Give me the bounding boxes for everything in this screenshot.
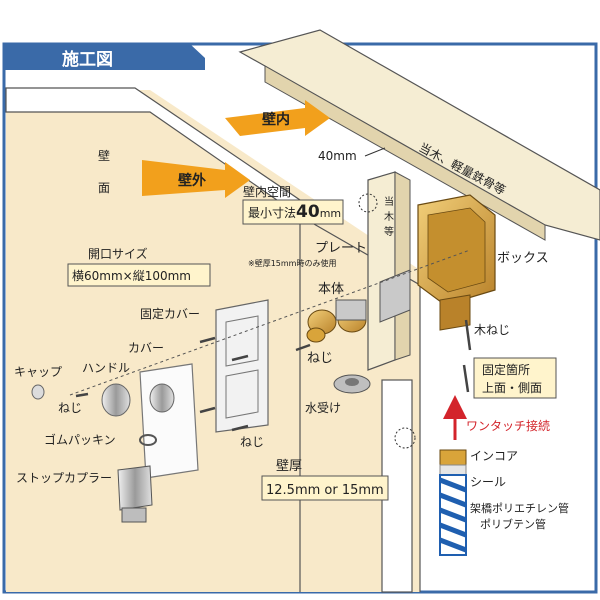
fixing-box: [473, 357, 557, 399]
wall-inside-arrow: [225, 100, 330, 136]
thickness-callout-circle: [394, 427, 416, 449]
label-in-core: インコア: [470, 449, 518, 463]
seal-shape: [439, 464, 467, 476]
label-seal: シール: [470, 475, 506, 489]
rubber-packing-shape: [139, 434, 157, 446]
water-tray-hole: [345, 378, 359, 386]
thickness-title: 壁厚: [276, 459, 302, 474]
screw-cover-top-right: [231, 354, 249, 362]
stud-char-3: 等: [384, 225, 394, 238]
screw-cover-top-left: [199, 336, 216, 344]
cover-port: [149, 383, 175, 413]
plate-shape: [379, 269, 411, 323]
inner-space-number: 40: [296, 202, 320, 222]
screw-handle: [75, 392, 89, 398]
label-screw-cover: ねじ: [240, 435, 264, 449]
label-rubber-packing: ゴムパッキン: [44, 432, 116, 447]
label-pipe-2: ポリブテン管: [480, 517, 546, 531]
inner-space-callout-circle: [358, 193, 378, 213]
screw-cover-bottom-right: [231, 424, 249, 432]
wall-surface-char-2: 面: [98, 181, 110, 195]
inner-space-unit: mm: [320, 207, 341, 220]
stop-coupler-body: [117, 465, 153, 511]
dimension-line: [364, 147, 386, 157]
inner-space-title: 壁内空間: [243, 184, 291, 199]
label-screw-handle: ねじ: [58, 401, 82, 415]
wall-outside-arrow: [142, 160, 250, 198]
wall-inside-label: 壁内: [262, 111, 290, 128]
body-port: [306, 327, 326, 343]
assembly-axis: [69, 249, 471, 396]
cap-shape: [31, 384, 45, 400]
label-stop-coupler: ストップカプラー: [16, 471, 112, 485]
fixing-line2: 上面・側面: [482, 381, 542, 395]
inner-space-value: 最小寸法40mm: [248, 202, 341, 222]
label-one-touch: ワンタッチ接続: [466, 418, 550, 433]
label-pipe-1: 架橋ポリエチレン管: [470, 501, 569, 515]
fixed-cover-openings: [225, 315, 259, 419]
box-inner: [427, 207, 486, 293]
label-wood-screw: 木ねじ: [474, 323, 510, 337]
fixed-cover-shape: [215, 299, 269, 433]
wall-surface-char-1: 壁: [98, 148, 110, 163]
label-cap: キャップ: [14, 365, 62, 379]
thickness-value: 12.5mm or 15mm: [266, 483, 384, 498]
label-water-tray: 水受け: [305, 401, 341, 415]
body-bracket: [335, 299, 367, 321]
wood-screw-top: [464, 319, 472, 351]
label-cover: カバー: [128, 341, 164, 355]
inner-space-prefix: 最小寸法: [248, 206, 296, 220]
opening-size: 横60mm×縦100mm: [72, 269, 191, 283]
fixing-line1: 固定箇所: [482, 362, 530, 377]
pipe-stripes: [439, 477, 467, 553]
vertical-stud-side: [394, 171, 411, 361]
thickness-box: [261, 475, 389, 501]
in-core-shape: [439, 449, 467, 466]
screw-cover-bottom-left: [199, 406, 216, 414]
label-screw-body: ねじ: [307, 351, 333, 366]
plate-note: ※壁厚15mm時のみ使用: [248, 258, 336, 268]
box-bottom-port: [439, 294, 471, 331]
opening-box: [67, 263, 211, 287]
title-tab: [4, 44, 205, 70]
cover-shape: [139, 363, 199, 479]
label-body: 本体: [318, 282, 344, 297]
label-handle: ハンドル: [82, 361, 130, 375]
label-fixed-cover: 固定カバー: [140, 306, 200, 321]
stud-char-2: 木: [384, 211, 394, 223]
diagram-title: 施工図: [62, 49, 113, 70]
top-beam-face: [264, 65, 546, 241]
inner-space-box: [242, 199, 344, 225]
dimension-40mm: 40mm: [318, 149, 357, 163]
opening-title: 開口サイズ: [88, 246, 148, 261]
stud-char-1: 当: [384, 195, 394, 208]
wood-screw-side: [462, 364, 470, 393]
label-box: ボックス: [497, 251, 549, 266]
stop-coupler-base: [121, 507, 147, 523]
label-plate: プレート: [315, 241, 367, 256]
screw-body: [295, 343, 311, 352]
handle-shape: [101, 383, 131, 417]
wall-outside-label: 壁外: [178, 172, 206, 189]
